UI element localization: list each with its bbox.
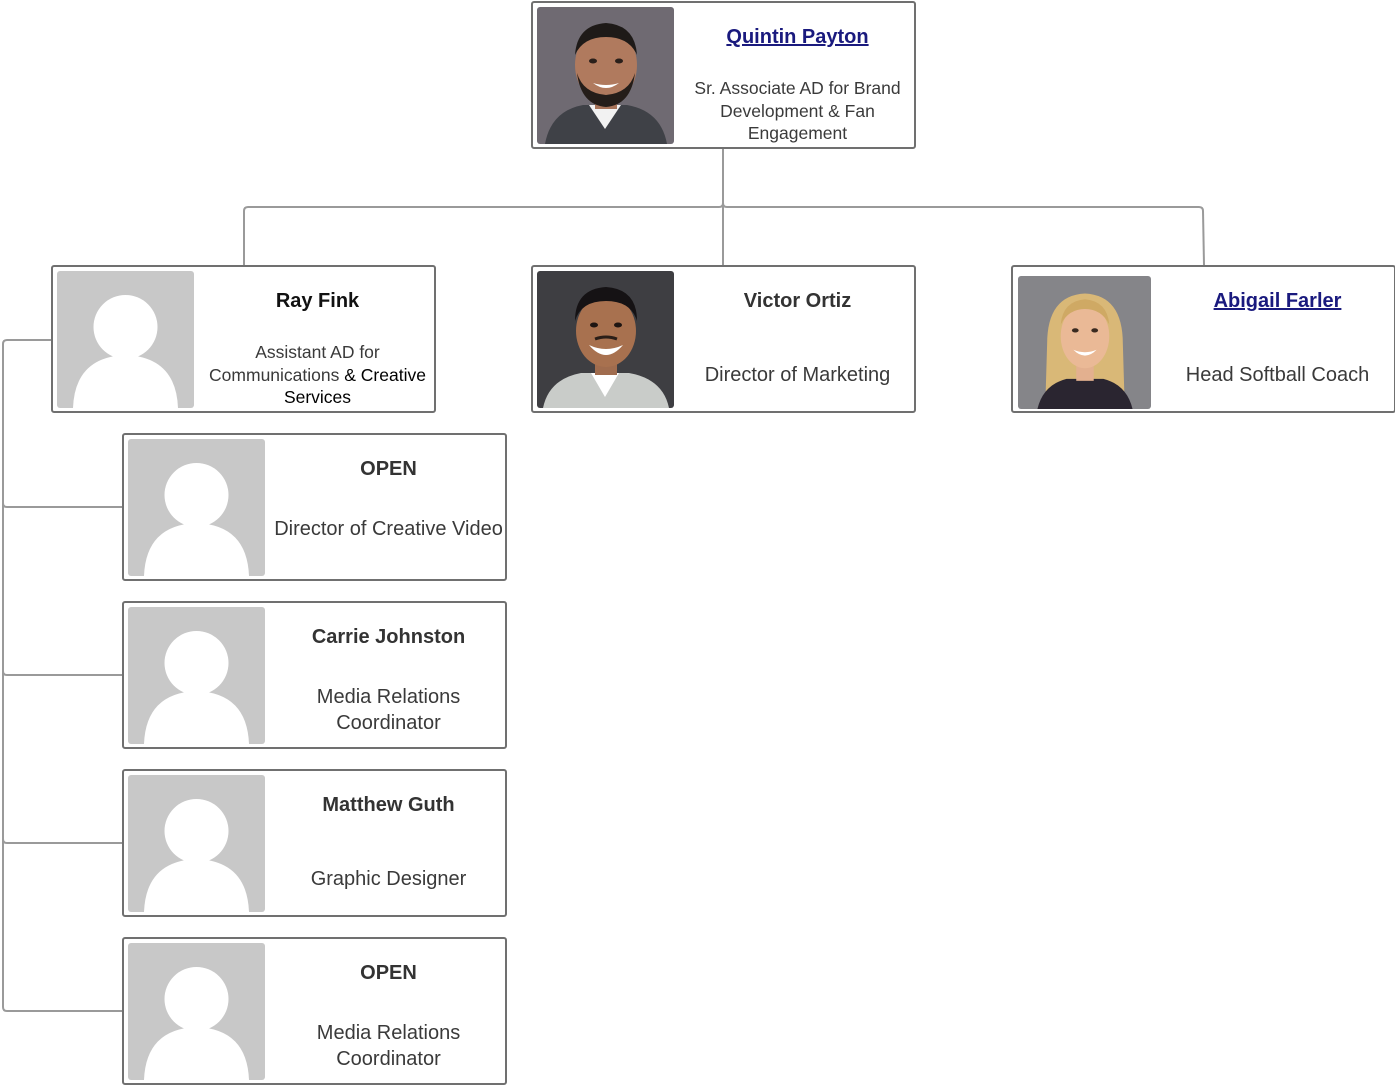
person-title: Assistant AD for Communications & Creati…	[203, 341, 432, 409]
org-card-carrie-johnston[interactable]: Carrie Johnston Media Relations Coordina…	[122, 601, 507, 749]
headshot-man-beard-icon	[537, 7, 674, 144]
org-card-abigail-farler[interactable]: Abigail Farler Head Softball Coach	[1011, 265, 1395, 413]
placeholder-avatar-icon	[128, 607, 265, 744]
person-name-link[interactable]: Quintin Payton	[726, 26, 869, 48]
person-name-link[interactable]: Abigail Farler	[1213, 290, 1342, 312]
org-card-ray-fink[interactable]: Ray Fink Assistant AD for Communications…	[51, 265, 436, 413]
connector-abigail	[1202, 210, 1205, 266]
headshot-man-smiling-icon	[537, 271, 674, 408]
placeholder-avatar-icon	[128, 943, 265, 1080]
org-card-open-media-relations[interactable]: OPEN Media Relations Coordinator	[122, 937, 507, 1085]
person-name: Ray Fink	[275, 290, 360, 312]
person-title: Sr. Associate AD for Brand Development &…	[694, 78, 901, 143]
org-card-open-director-creative-video[interactable]: OPEN Director of Creative Video	[122, 433, 507, 581]
org-card-victor-ortiz[interactable]: Victor Ortiz Director of Marketing	[531, 265, 916, 413]
placeholder-avatar-icon	[57, 271, 194, 408]
title-part-1: Assistant AD for Communications	[209, 342, 380, 385]
title-ampersand: &	[339, 364, 361, 385]
placeholder-avatar-icon	[128, 439, 265, 576]
headshot-woman-blonde-icon	[1018, 276, 1151, 409]
person-title: Director of Creative Video	[274, 518, 503, 540]
connector-team-1	[2, 502, 122, 508]
person-name: Carrie Johnston	[311, 626, 466, 648]
person-name: Victor Ortiz	[743, 290, 852, 312]
connector-team-3	[2, 838, 122, 844]
connector-team-2	[2, 670, 122, 676]
connector-horizontal-bar	[248, 202, 1204, 212]
connector-ray-team-spine	[2, 339, 122, 1012]
person-title: Graphic Designer	[310, 868, 467, 890]
placeholder-avatar-icon	[128, 775, 265, 912]
person-name: OPEN	[360, 458, 417, 480]
connector-ray	[243, 206, 249, 265]
person-name: Matthew Guth	[322, 794, 455, 816]
person-title: Media Relations Coordinator	[316, 1022, 461, 1070]
person-title: Director of Marketing	[704, 364, 891, 386]
org-card-matthew-guth[interactable]: Matthew Guth Graphic Designer	[122, 769, 507, 917]
person-title: Media Relations Coordinator	[316, 686, 461, 734]
org-card-quintin-payton[interactable]: Quintin Payton Sr. Associate AD for Bran…	[531, 1, 916, 149]
title-part-2: Creative Services	[283, 364, 426, 408]
person-title: Head Softball Coach	[1185, 364, 1370, 386]
person-name: OPEN	[360, 962, 417, 984]
